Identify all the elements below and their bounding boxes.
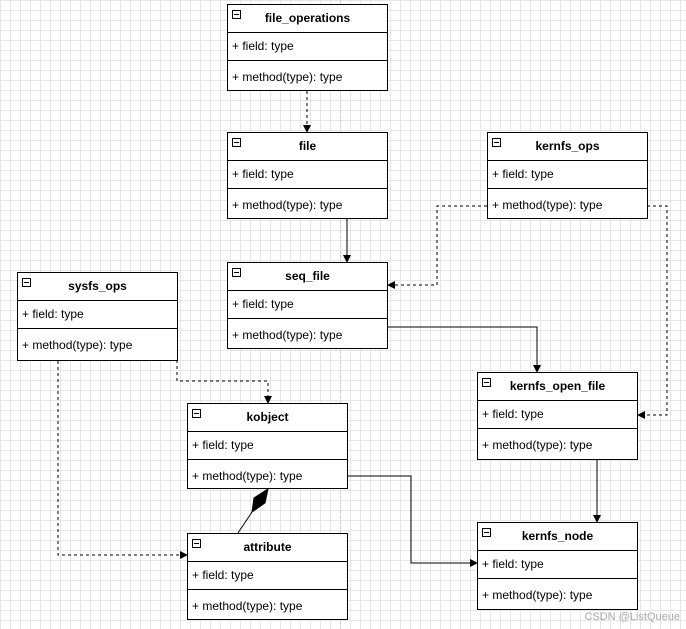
collapse-icon[interactable] <box>192 539 201 548</box>
class-name: seq_file <box>285 269 330 283</box>
watermark: CSDN @ListQueue <box>584 611 680 623</box>
class-name: file <box>298 139 317 153</box>
edge-kernfs-ops-to-seq-file <box>387 205 487 289</box>
class-method: + method(type): type <box>232 198 343 212</box>
class-header: kernfs_open_file <box>478 373 637 401</box>
class-method: + method(type): type <box>492 198 603 212</box>
class-header: file <box>228 133 387 161</box>
class-name: attribute <box>243 540 292 554</box>
class-name: kernfs_ops <box>535 139 600 153</box>
collapse-icon[interactable] <box>492 138 501 147</box>
class-kernfs-ops[interactable]: kernfs_ops + field: type + method(type):… <box>487 132 648 219</box>
class-kobject[interactable]: kobject + field: type + method(type): ty… <box>187 403 348 489</box>
collapse-icon[interactable] <box>22 278 31 287</box>
class-field: + field: type <box>228 33 387 61</box>
composition-diamond <box>251 487 269 514</box>
collapse-icon[interactable] <box>482 378 491 387</box>
class-field: + field: type <box>18 301 177 329</box>
class-method: + method(type): type <box>192 469 303 483</box>
class-name: kernfs_open_file <box>509 379 606 393</box>
class-file-operations[interactable]: file_operations + field: type + method(t… <box>227 4 388 91</box>
class-sysfs-ops[interactable]: sysfs_ops + field: type + method(type): … <box>17 272 178 361</box>
collapse-icon[interactable] <box>232 138 241 147</box>
collapse-icon[interactable] <box>232 10 241 19</box>
collapse-icon[interactable] <box>192 409 201 418</box>
class-header: file_operations <box>228 5 387 33</box>
class-file[interactable]: file + field: type + method(type): type <box>227 132 388 219</box>
edge-kobject-composition-attribute <box>237 511 253 534</box>
class-method: + method(type): type <box>192 599 303 613</box>
class-header: sysfs_ops <box>18 273 177 301</box>
class-header: seq_file <box>228 263 387 291</box>
edge-kernfs-ops-to-kernfs-open-file <box>637 205 668 419</box>
class-field: + field: type <box>478 551 637 579</box>
class-method: + method(type): type <box>232 70 343 84</box>
class-field: + field: type <box>478 401 637 429</box>
class-name: kobject <box>246 410 289 424</box>
class-name: sysfs_ops <box>68 279 127 293</box>
class-kernfs-node[interactable]: kernfs_node + field: type + method(type)… <box>477 522 638 610</box>
class-seq-file[interactable]: seq_file + field: type + method(type): t… <box>227 262 388 349</box>
class-header: kobject <box>188 404 347 432</box>
class-field: + field: type <box>188 432 347 460</box>
class-kernfs-open-file[interactable]: kernfs_open_file + field: type + method(… <box>477 372 638 460</box>
class-header: kernfs_node <box>478 523 637 551</box>
class-header: kernfs_ops <box>488 133 647 161</box>
edge-seq-file-to-kernfs-open-file <box>387 326 541 373</box>
class-method: + method(type): type <box>232 328 343 342</box>
class-header: attribute <box>188 534 347 562</box>
collapse-icon[interactable] <box>482 528 491 537</box>
collapse-icon[interactable] <box>232 268 241 277</box>
class-method: + method(type): type <box>482 588 593 602</box>
class-method: + method(type): type <box>22 338 133 352</box>
class-method: + method(type): type <box>482 438 593 452</box>
class-name: kernfs_node <box>521 529 594 543</box>
class-field: + field: type <box>488 161 647 189</box>
edge-sysfs-ops-to-attribute <box>57 361 188 559</box>
class-field: + field: type <box>228 161 387 189</box>
class-field: + field: type <box>228 291 387 319</box>
class-name: file_operations <box>264 11 351 25</box>
class-field: + field: type <box>188 562 347 590</box>
edge-kobject-to-kernfs-node <box>347 475 478 567</box>
class-attribute[interactable]: attribute + field: type + method(type): … <box>187 533 348 620</box>
